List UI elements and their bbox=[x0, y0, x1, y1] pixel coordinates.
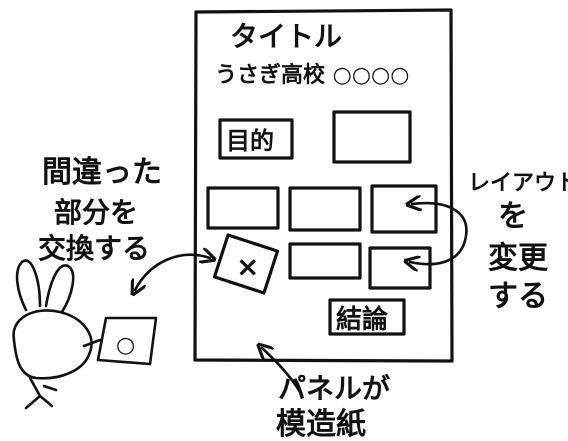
rabbit-legs bbox=[24, 376, 58, 410]
bottom-note-line-1: パネルが bbox=[278, 372, 390, 405]
panel-conclusion: 結論 bbox=[328, 298, 406, 336]
rabbit-left-ear bbox=[15, 259, 42, 312]
poster-title: タイトル bbox=[230, 20, 342, 53]
rabbit-arm bbox=[82, 338, 102, 348]
right-note-line-1: レイアウト bbox=[468, 171, 568, 196]
panel-empty bbox=[332, 110, 412, 164]
bottom-note: パネルが 模造紙 bbox=[276, 372, 390, 441]
held-sign-board bbox=[96, 316, 158, 366]
right-note-line-3: 変更 bbox=[488, 241, 549, 276]
panel-empty bbox=[368, 246, 432, 290]
sheet-pointer-arrow bbox=[262, 348, 302, 394]
panel-conclusion-label: 結論 bbox=[336, 304, 389, 335]
held-sign-mark: ○ bbox=[116, 333, 135, 358]
panel-conclusion-box bbox=[328, 298, 406, 336]
right-note-line-2: を bbox=[498, 199, 528, 234]
panel-purpose: 目的 bbox=[218, 118, 294, 160]
rabbit-head bbox=[12, 309, 93, 380]
panel-wrong-box bbox=[212, 233, 280, 295]
arrows bbox=[135, 203, 468, 394]
right-note-line-4: する bbox=[488, 279, 548, 314]
panel-purpose-box bbox=[218, 118, 294, 160]
bottom-note-line-2: 模造紙 bbox=[276, 407, 366, 441]
panel-empty bbox=[288, 242, 362, 280]
panel-empty bbox=[370, 184, 438, 234]
left-note: 間違った 部分を 交換する bbox=[38, 155, 162, 265]
left-note-line-3: 交換する bbox=[38, 232, 150, 265]
panel-empty bbox=[206, 186, 280, 230]
poster-subtitle: うさぎ高校 ○○○○ bbox=[215, 62, 409, 88]
panel-wrong: × bbox=[212, 233, 280, 295]
swap-arrow bbox=[135, 255, 210, 290]
poster-outline bbox=[193, 8, 454, 363]
held-sign: ○ bbox=[96, 316, 158, 366]
panel-grid: 目的 × 結論 bbox=[206, 110, 438, 336]
panel-purpose-label: 目的 bbox=[226, 127, 274, 155]
rabbit-right-ear bbox=[44, 264, 75, 314]
poster-sheet: タイトル うさぎ高校 ○○○○ bbox=[193, 8, 454, 363]
rabbit-character: ○ bbox=[12, 259, 158, 410]
panel-empty bbox=[288, 186, 362, 232]
layout-change-arrow bbox=[410, 203, 468, 264]
left-note-line-1: 間違った bbox=[42, 155, 162, 190]
panel-wrong-mark: × bbox=[236, 250, 259, 283]
right-note: レイアウト を 変更 する bbox=[468, 171, 568, 314]
left-note-line-2: 部分を bbox=[54, 196, 138, 229]
